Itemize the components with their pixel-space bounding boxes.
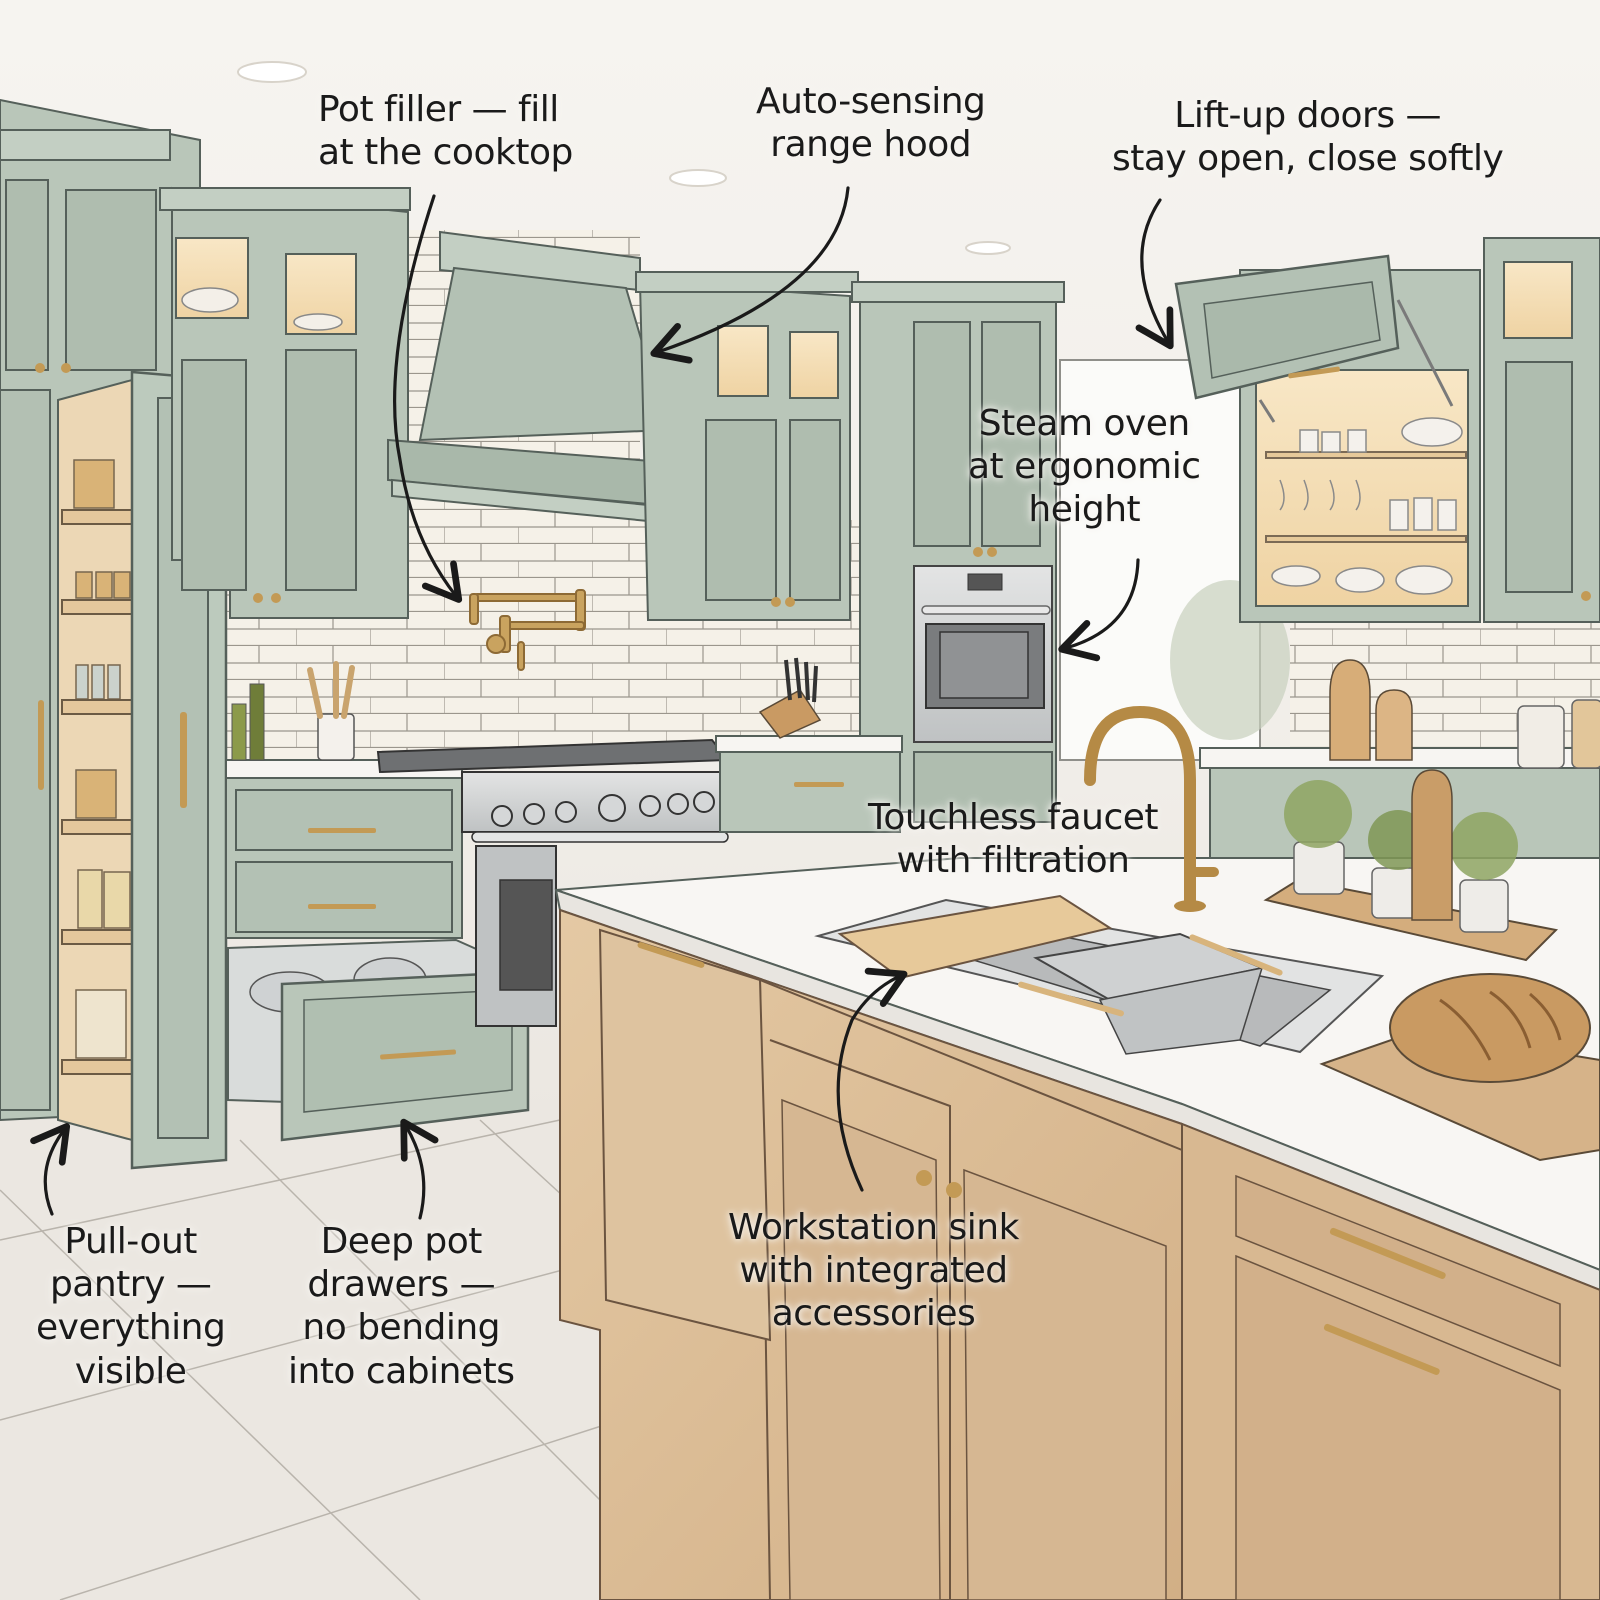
touchless-faucet [1084,705,1219,912]
workstation-sink [814,894,1385,1055]
callout-arrows [30,186,1174,1220]
arrow-lift-up-doors [1135,198,1174,350]
pot-filler [469,589,586,671]
bread-board [1319,973,1600,1162]
upper-cabinets-middle [635,271,859,621]
callout-touchless-faucet: Touchless faucet with filtration [868,797,1159,882]
deep-pot-drawer [227,938,530,1142]
recessed-lights [237,61,1011,255]
callout-steam-oven: Steam oven at ergonomic height [968,403,1201,531]
arrow-steam-oven [1058,558,1140,662]
base-cabinets-left [225,661,530,1142]
callout-workstation-sink: Workstation sink with integrated accesso… [728,1207,1019,1335]
steam-oven [913,565,1053,743]
lift-up-cabinet [1174,237,1600,623]
callout-range-hood: Auto-sensing range hood [756,81,986,166]
callout-pull-out-pantry: Pull-out pantry — everything visible [36,1221,226,1392]
range-oven [376,738,731,1027]
upper-cabinets-left [159,186,411,619]
pantry-cabinet [0,98,228,1170]
callout-lift-up-doors: Lift-up doors — stay open, close softly [1112,95,1504,180]
range-hood [387,230,721,530]
arrow-workstation-sink [836,967,908,1192]
arrow-deep-pot-drawers [400,1118,439,1220]
herb-tray [1263,769,1559,962]
callout-pot-filler: Pot filler — fill at the cooktop [318,89,573,174]
callout-deep-pot-drawers: Deep pot drawers — no bending into cabin… [288,1221,515,1392]
oven-column [851,281,1065,823]
window [1059,359,1290,761]
arrow-pot-filler [393,194,463,603]
arrow-pull-out-pantry [30,1123,71,1216]
kitchen-island [554,857,1600,1600]
arrow-range-hood [650,186,850,364]
